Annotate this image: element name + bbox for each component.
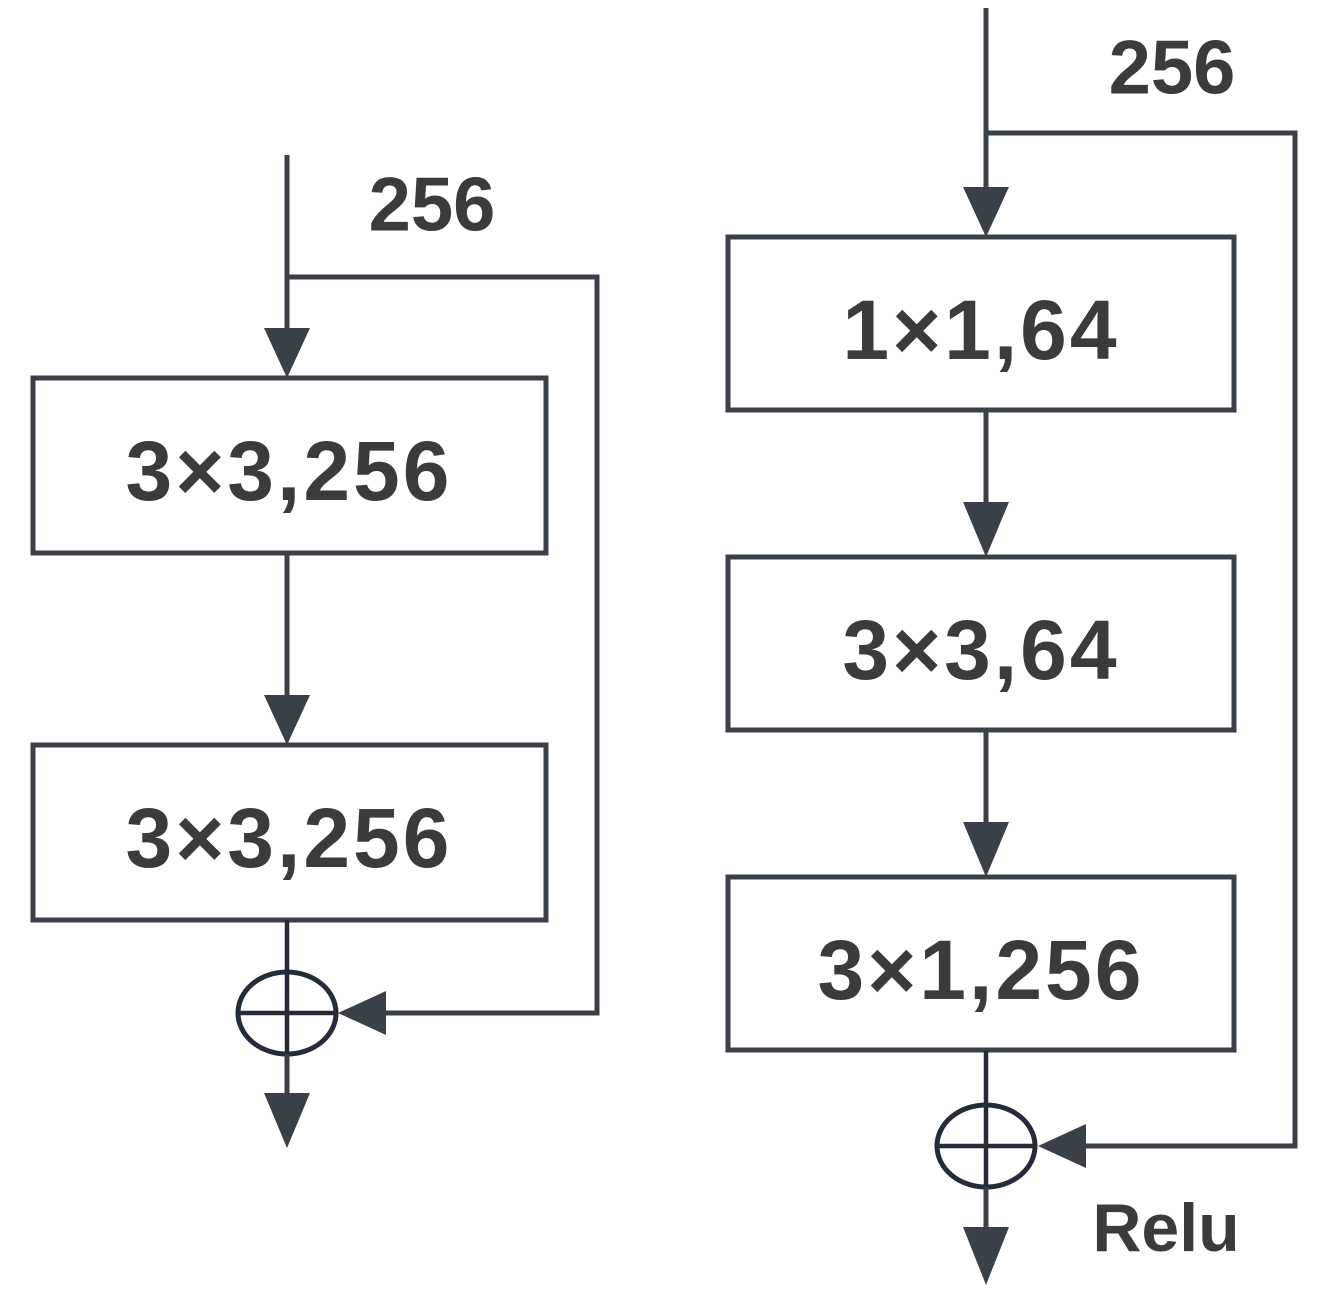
right-input-arrowhead-icon <box>963 187 1009 237</box>
left-input-arrowhead-icon <box>264 328 310 378</box>
left-residual-block: 256 3×3,256 3×3,256 <box>30 155 600 1148</box>
left-conv1-label: 3×3,256 <box>126 424 453 518</box>
right-shortcut-arrowhead-icon <box>1038 1124 1086 1168</box>
left-conv2-label: 3×3,256 <box>126 791 453 885</box>
left-shortcut-line <box>287 274 600 1016</box>
right-conv3-label: 3×1,256 <box>818 923 1145 1017</box>
right-output-arrowhead-icon <box>963 1227 1009 1285</box>
right-input-channels-label: 256 <box>1109 26 1236 111</box>
right-conv3-box <box>725 874 1237 1053</box>
right-conv1-box <box>725 234 1237 413</box>
right-conv2-arrowhead-icon <box>963 502 1009 557</box>
right-conv2-box <box>725 554 1237 733</box>
left-output-arrowhead-icon <box>264 1093 310 1148</box>
right-conv2-label: 3×3,64 <box>842 603 1119 697</box>
right-residual-block: 256 1×1,64 3×3,64 3×1,256 <box>725 8 1298 1285</box>
right-conv1-label: 1×1,64 <box>842 283 1119 377</box>
right-conv3-arrowhead-icon <box>963 822 1009 877</box>
left-conv2-box <box>30 742 549 923</box>
right-activation-label: Relu <box>1092 1190 1239 1266</box>
left-conv1-box <box>30 375 549 556</box>
left-conv2-arrowhead-icon <box>264 695 310 745</box>
right-shortcut-line <box>986 130 1298 1149</box>
left-shortcut-arrowhead-icon <box>338 991 386 1035</box>
left-input-channels-label: 256 <box>369 163 496 248</box>
